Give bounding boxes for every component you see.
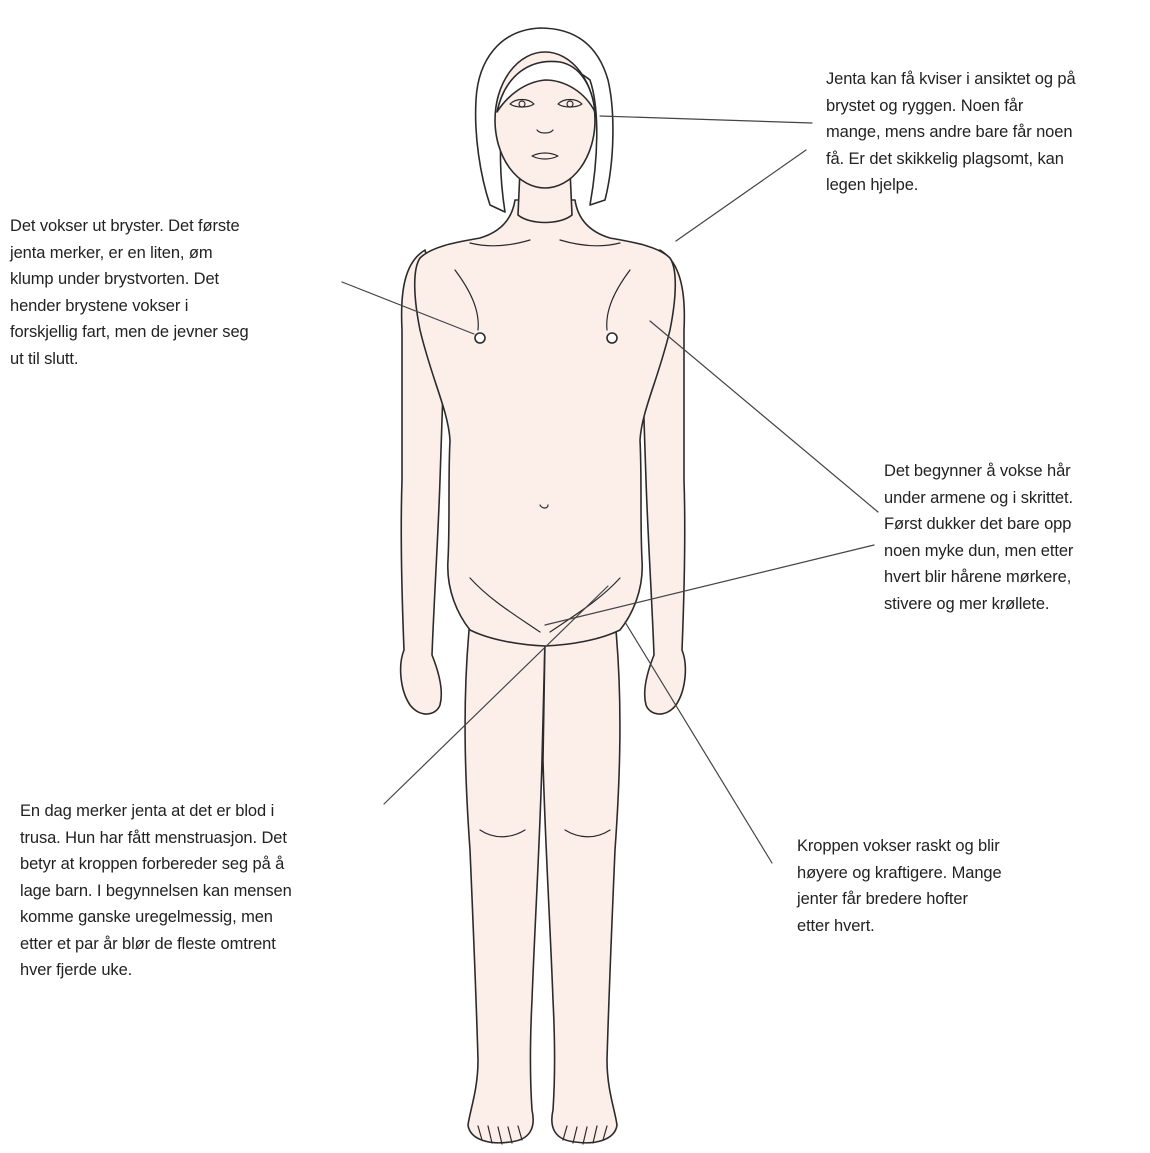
leader-acne-face: [600, 116, 812, 123]
right-nipple: [607, 333, 617, 343]
right-leg: [543, 620, 620, 1143]
girl-body-outline: [401, 28, 686, 1144]
annotation-breasts: Det vokser ut bryster. Det første jenta …: [10, 213, 335, 372]
annotation-menstruation: En dag merker jenta at det er blod i tru…: [20, 798, 370, 984]
leader-acne-back: [676, 150, 806, 241]
left-nipple: [475, 333, 485, 343]
annotation-growth: Kroppen vokser raskt og blir høyere og k…: [797, 833, 1057, 939]
annotation-body-hair: Det begynner å vokse hår under armene og…: [884, 458, 1150, 617]
torso: [415, 200, 676, 646]
annotation-acne: Jenta kan få kviser i ansiktet og på bry…: [826, 66, 1150, 199]
leader-growth: [625, 622, 772, 863]
left-leg: [465, 620, 545, 1143]
